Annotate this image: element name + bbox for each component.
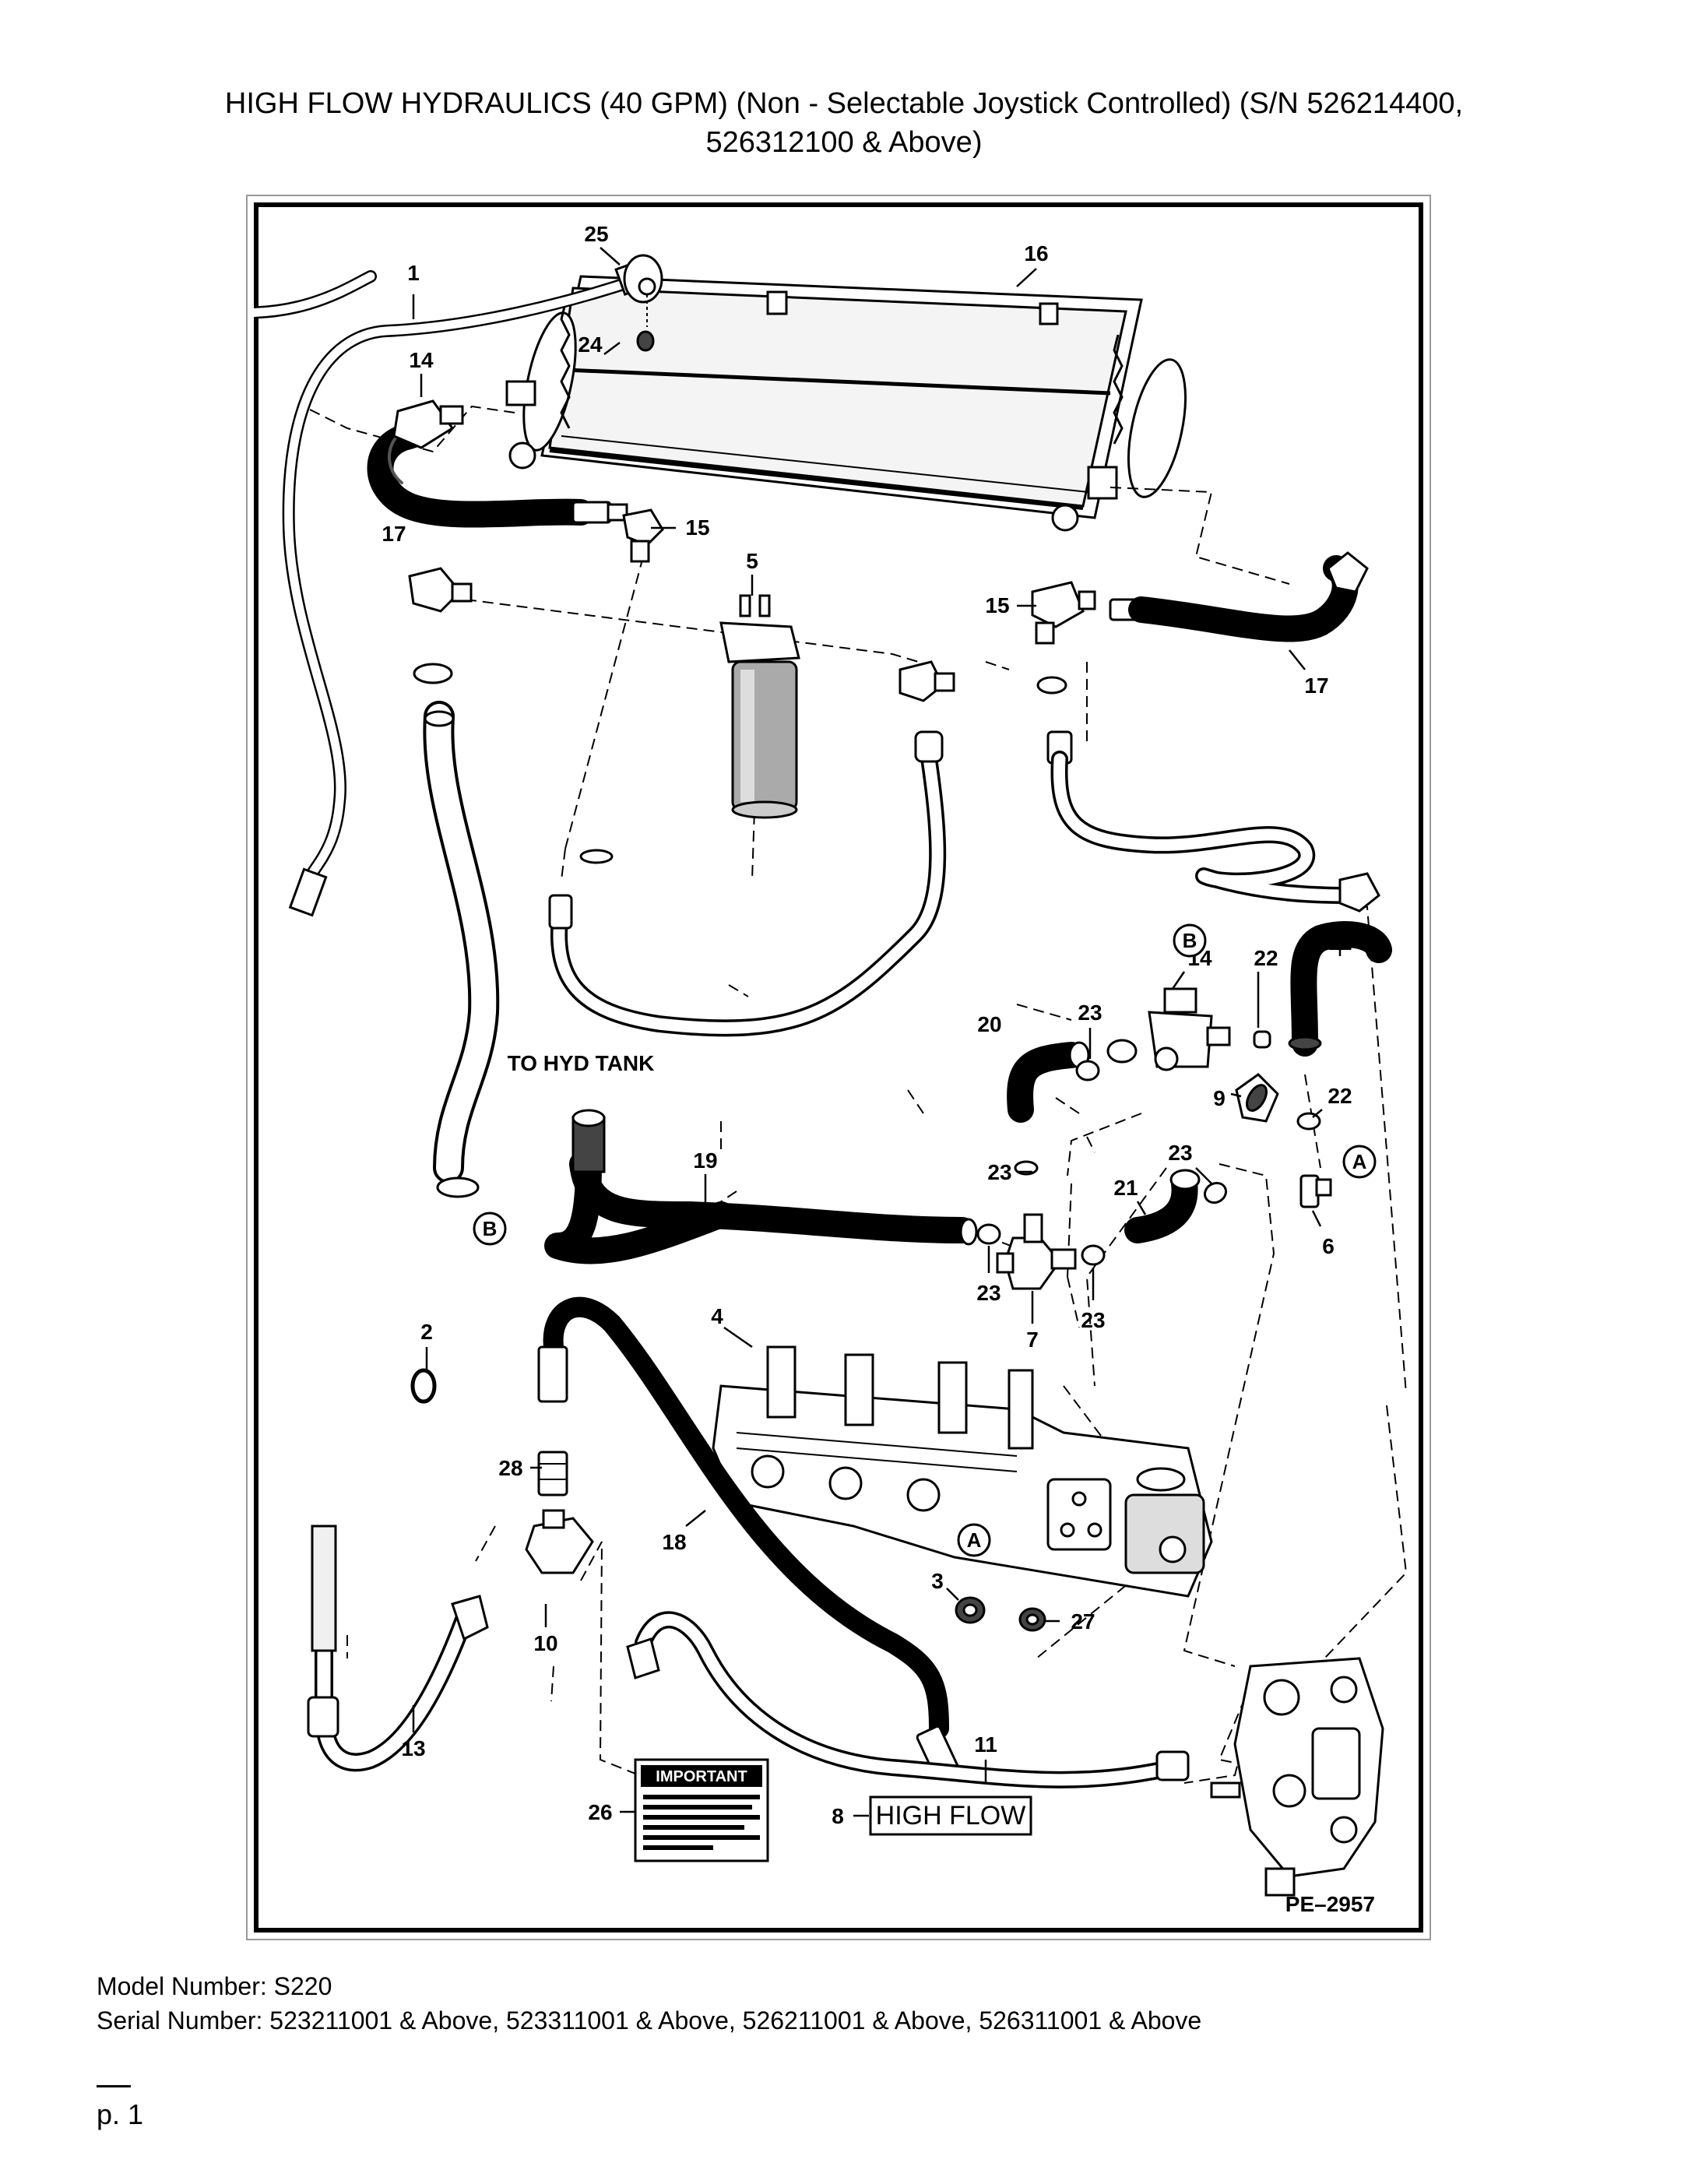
callout-17-left: 17 — [382, 522, 406, 546]
callout-5: 5 — [746, 549, 758, 573]
callout-23-c: 23 — [987, 1160, 1011, 1184]
tube-11 — [626, 1611, 1190, 1788]
callout-11: 11 — [974, 1732, 997, 1757]
leader-lines — [409, 247, 1342, 1817]
diagram-outer-border — [246, 195, 1431, 1940]
o-ring-2 — [410, 1368, 437, 1404]
callout-13: 13 — [401, 1736, 425, 1760]
serial-number: Serial Number: 523211001 & Above, 523311… — [97, 2006, 1202, 2035]
oil-cooler — [505, 275, 1187, 532]
callout-10: 10 — [533, 1631, 557, 1655]
figure-id: PE–2957 — [1285, 1892, 1375, 1916]
tee-fitting-14 — [1106, 987, 1271, 1071]
high-flow-label: HIGH FLOW — [876, 1801, 1026, 1831]
high-flow-decal: HIGH FLOW — [869, 1795, 1032, 1836]
hose-12 — [1288, 921, 1392, 1057]
callout-1: 1 — [407, 261, 420, 285]
fitting-9 — [1235, 1073, 1279, 1123]
model-number: Model Number: S220 — [97, 1972, 332, 2000]
callout-23-f: 23 — [1254, 1429, 1278, 1453]
fitting-10 — [525, 1509, 594, 1574]
callout-9: 9 — [1213, 1086, 1226, 1110]
callout-12: 12 — [1328, 930, 1352, 955]
tube-13 — [307, 1525, 489, 1772]
callout-23-e: 23 — [1081, 1308, 1105, 1332]
plug-27 — [1018, 1607, 1046, 1632]
callout-15-upper: 15 — [685, 515, 709, 540]
callout-23-d: 23 — [976, 1281, 1000, 1305]
diagram-frame — [254, 202, 1423, 1933]
callout-15-right: 15 — [985, 593, 1009, 617]
elbow-15-upper — [622, 508, 664, 563]
fitting-3 — [955, 1596, 986, 1624]
fitting-6 — [1299, 1174, 1332, 1208]
ref-b-lower: B — [483, 1217, 498, 1240]
important-decal: IMPORTANT — [634, 1758, 769, 1862]
callout-6: 6 — [1322, 1234, 1335, 1258]
callout-23-b: 23 — [1168, 1141, 1192, 1165]
callout-16: 16 — [1024, 241, 1048, 266]
callout-2: 2 — [420, 1320, 433, 1344]
ref-b-upper: B — [1183, 929, 1197, 952]
callout-26: 26 — [588, 1800, 612, 1824]
ref-a-pump: A — [967, 1528, 982, 1552]
title-line-1: HIGH FLOW HYDRAULICS (40 GPM) (Non - Sel… — [224, 87, 1464, 120]
title-line-2: 526312100 & Above) — [705, 126, 983, 159]
decal-heading: IMPORTANT — [656, 1768, 747, 1785]
filter-fittings — [408, 567, 955, 864]
page-rule — [97, 2085, 131, 2087]
tee-fitting-7 — [996, 1213, 1077, 1290]
callout-labels: 1 2 3 4 5 6 7 8 9 10 11 12 13 14 14 15 1… — [382, 222, 1352, 1828]
hose-21 — [1124, 1169, 1201, 1243]
hose-19-tank — [544, 1109, 978, 1264]
page-number: p. 1 — [97, 2098, 144, 2130]
callout-4: 4 — [711, 1304, 723, 1328]
parts-diagram: .dash { stroke:#000; stroke-width:2; str… — [254, 222, 1408, 1916]
hose-17-right — [1031, 551, 1369, 645]
callout-19: 19 — [693, 1148, 717, 1173]
callout-14-upper: 14 — [409, 348, 434, 372]
pressure-switch — [623, 254, 663, 352]
ref-a-right: A — [1352, 1150, 1367, 1173]
callout-20: 20 — [977, 1012, 1001, 1036]
clamps — [976, 1060, 1321, 1266]
callout-17-right: 17 — [1304, 673, 1328, 698]
sensor-wire — [254, 270, 377, 319]
callout-23-a: 23 — [1078, 1001, 1102, 1025]
hose-17-left — [367, 399, 628, 528]
callout-18: 18 — [662, 1530, 686, 1554]
suction-tube-left — [423, 701, 500, 1198]
pump-assembly — [712, 1345, 1213, 1598]
callout-8: 8 — [832, 1804, 844, 1828]
callout-25: 25 — [584, 222, 608, 246]
callout-3: 3 — [931, 1569, 944, 1593]
diverter-valve — [1210, 1657, 1384, 1897]
callout-22-lower: 22 — [1328, 1084, 1352, 1108]
callout-27: 27 — [1071, 1609, 1095, 1634]
callout-21: 21 — [1113, 1176, 1138, 1200]
tank-label: TO HYD TANK — [508, 1051, 655, 1075]
page-title: HIGH FLOW HYDRAULICS (40 GPM) (Non - Sel… — [0, 84, 1688, 162]
callout-24: 24 — [578, 332, 603, 357]
filter-return-tube — [548, 730, 947, 1037]
reference-markers: B B A A — [473, 923, 1377, 1557]
callout-28: 28 — [498, 1456, 522, 1480]
callout-7: 7 — [1026, 1328, 1039, 1352]
adapter-28 — [537, 1451, 568, 1496]
right-return-tube — [1036, 676, 1380, 913]
callout-22-upper: 22 — [1254, 946, 1278, 970]
oil-filter — [719, 594, 800, 819]
